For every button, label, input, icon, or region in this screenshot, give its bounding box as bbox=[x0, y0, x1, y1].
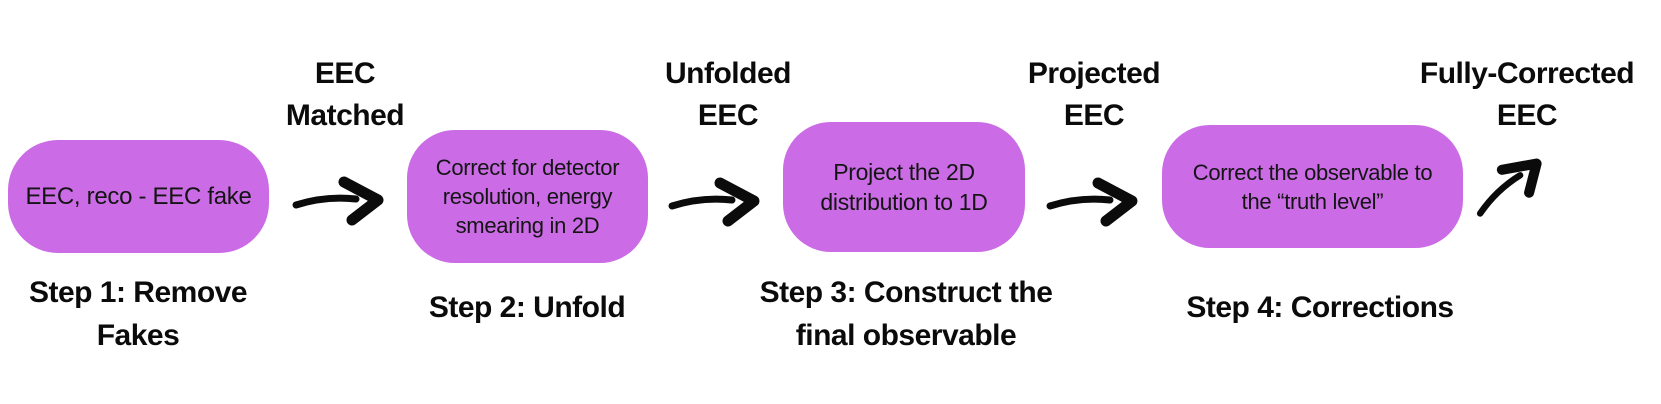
arrow-right-icon bbox=[668, 177, 760, 227]
arrow-shaft bbox=[292, 194, 360, 209]
arrow-shaft bbox=[1046, 195, 1114, 210]
process-box-step2: Correct for detector resolution, energy … bbox=[407, 130, 648, 263]
process-box-step3-text: Project the 2D distribution to 1D bbox=[820, 159, 988, 215]
arrow-shaft bbox=[1476, 172, 1524, 217]
arrow-label-eec-matched: EEC Matched bbox=[285, 57, 405, 132]
arrow-shaft bbox=[668, 195, 736, 210]
step-label-3: Step 3: Construct the final observable bbox=[759, 276, 1053, 352]
process-box-step1-text: EEC, reco - EEC fake bbox=[25, 182, 252, 210]
arrow-head bbox=[1092, 177, 1138, 227]
arrow-head bbox=[1496, 158, 1542, 198]
arrow-label-fully-corrected-eec: Fully-Corrected EEC bbox=[1419, 57, 1635, 132]
arrow-head bbox=[714, 177, 760, 227]
step-label-4: Step 4: Corrections bbox=[1186, 291, 1454, 324]
step-label-2: Step 2: Unfold bbox=[428, 291, 626, 324]
arrow-right-icon bbox=[1046, 177, 1138, 227]
process-box-step4: Correct the observable to the “truth lev… bbox=[1162, 125, 1463, 248]
process-box-step3: Project the 2D distribution to 1D bbox=[783, 122, 1025, 252]
step-label-1: Step 1: Remove Fakes bbox=[28, 276, 248, 352]
arrow-label-unfolded-eec: Unfolded EEC bbox=[665, 57, 791, 132]
arrow-label-projected-eec: Projected EEC bbox=[1027, 57, 1161, 132]
process-box-step1: EEC, reco - EEC fake bbox=[8, 140, 269, 253]
arrow-up-right-icon bbox=[1476, 158, 1542, 217]
process-box-step4-text: Correct the observable to the “truth lev… bbox=[1192, 159, 1433, 214]
process-box-step2-text: Correct for detector resolution, energy … bbox=[435, 155, 620, 238]
arrow-right-icon bbox=[292, 176, 384, 226]
arrow-head bbox=[338, 176, 384, 226]
